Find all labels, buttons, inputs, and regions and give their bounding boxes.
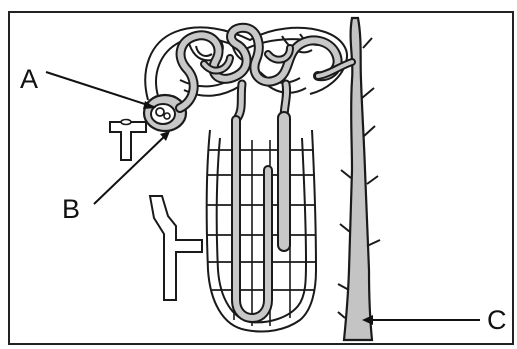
loop-of-henle	[207, 118, 316, 332]
label-b: B	[62, 194, 80, 224]
venule	[150, 196, 202, 300]
label-a: A	[20, 64, 38, 94]
pointer-a	[46, 72, 154, 107]
label-c: C	[487, 305, 507, 335]
label-c-group: C	[362, 305, 507, 335]
renal-corpuscle	[144, 95, 186, 131]
label-a-group: A	[20, 64, 156, 109]
afferent-vessel	[110, 120, 146, 161]
frame	[9, 12, 513, 344]
